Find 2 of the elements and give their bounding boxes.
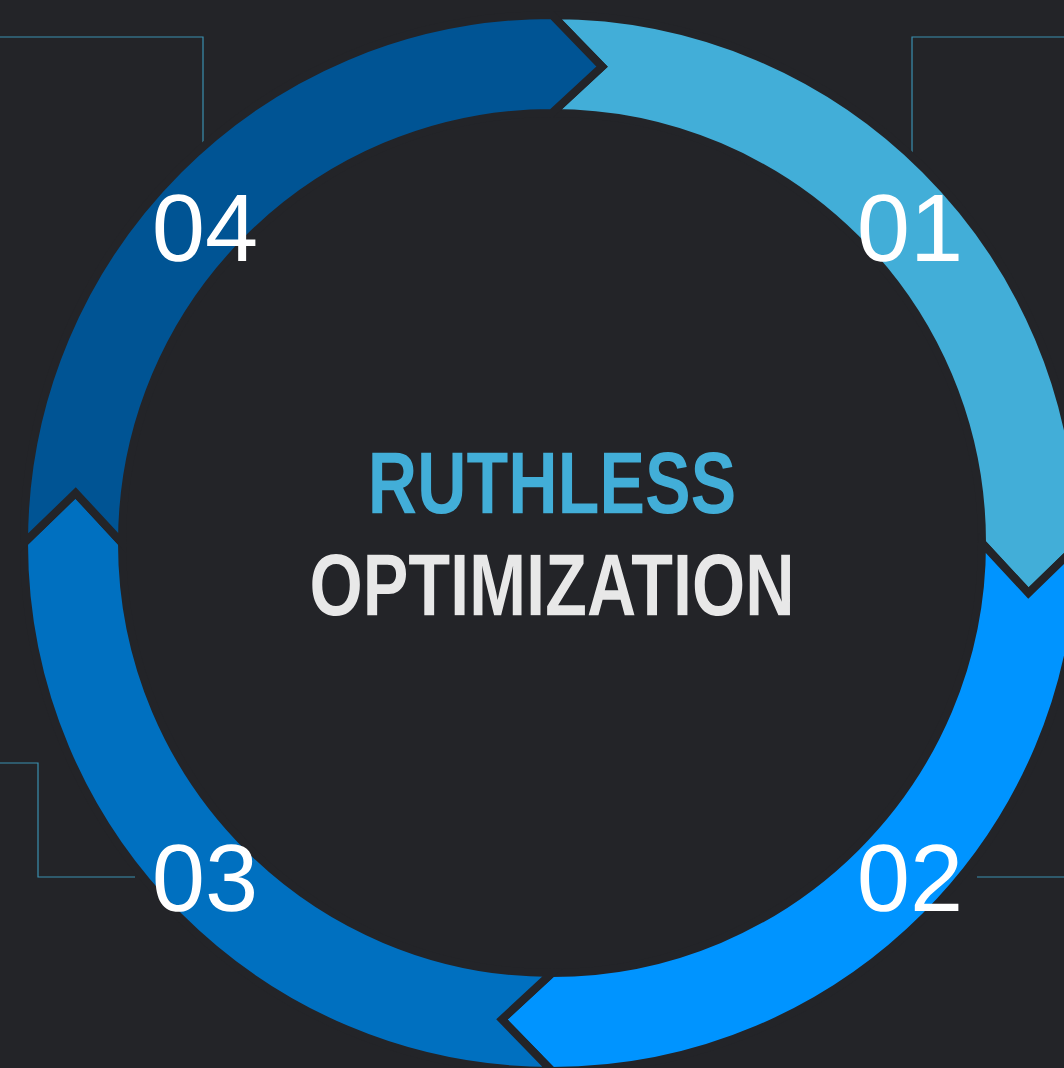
heading: OPTIMIZATION (312, 553, 790, 617)
heading: RUTHLESS (372, 451, 734, 515)
